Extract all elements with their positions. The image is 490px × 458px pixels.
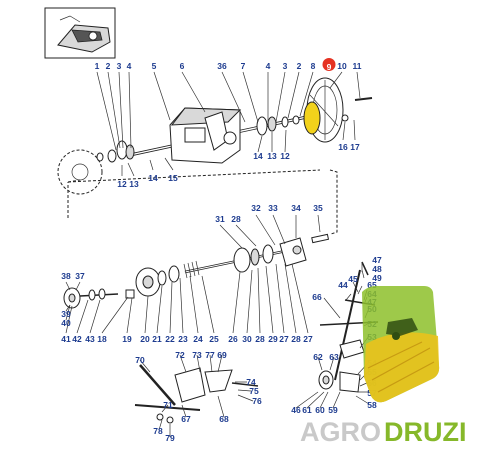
callout-c67: 67 (181, 414, 191, 424)
callout-c18: 18 (97, 334, 107, 344)
callout-c68: 68 (219, 414, 229, 424)
callout-c33: 33 (268, 203, 278, 213)
callout-c30: 30 (242, 334, 252, 344)
agrodruzi-logo (362, 286, 440, 403)
callout-c26: 26 (228, 334, 238, 344)
callout-c46: 46 (291, 405, 301, 415)
callout-c76: 76 (252, 396, 262, 406)
callout-c66: 66 (312, 292, 322, 302)
watermark-agro: AGRO (300, 417, 381, 447)
callout-c62: 62 (313, 352, 323, 362)
callout-c39: 39 (61, 309, 71, 319)
callout-c9: 9 (327, 62, 332, 72)
callout-c8: 8 (311, 61, 316, 71)
callout-c41: 41 (61, 334, 71, 344)
callout-c14a: 14 (148, 173, 158, 183)
callout-c34: 34 (291, 203, 301, 213)
callout-c32: 32 (251, 203, 261, 213)
callout-c73: 73 (192, 350, 202, 360)
callout-c49: 49 (372, 273, 382, 283)
inset-thumbnail (44, 7, 116, 59)
highlight-circle (322, 58, 336, 71)
callout-c28c: 28 (291, 334, 301, 344)
callout-c75: 75 (249, 386, 259, 396)
callout-c70: 70 (135, 355, 145, 365)
middle-shaft-assembly (63, 233, 330, 309)
callout-c1: 1 (95, 61, 100, 71)
belt-connector (67, 169, 338, 235)
callout-c43: 43 (85, 334, 95, 344)
callout-c74: 74 (246, 377, 256, 387)
callout-c2b: 2 (297, 61, 302, 71)
watermark-druzi: DRUZI (384, 417, 467, 447)
callout-c27b: 27 (303, 334, 313, 344)
callout-c25: 25 (209, 334, 219, 344)
callout-c17: 17 (350, 142, 360, 152)
callout-c16: 16 (338, 142, 348, 152)
callout-c4b: 4 (266, 61, 271, 71)
lever-assembly (134, 364, 259, 424)
callout-c38: 38 (61, 271, 71, 281)
callout-c5: 5 (152, 61, 157, 71)
callout-c45: 45 (348, 274, 358, 284)
callout-c13a: 13 (129, 179, 139, 189)
callout-c60: 60 (315, 405, 325, 415)
callout-c24: 24 (193, 334, 203, 344)
callout-c14b: 14 (253, 151, 263, 161)
callout-c63: 63 (329, 352, 339, 362)
watermark: AGRO DRUZI (300, 417, 467, 447)
callout-c58: 58 (367, 400, 377, 410)
callout-c61: 61 (302, 405, 312, 415)
callout-c13b: 13 (267, 151, 277, 161)
callout-c36: 36 (217, 61, 227, 71)
callout-c10: 10 (337, 61, 347, 71)
callout-c44: 44 (338, 280, 348, 290)
callout-c28a: 28 (231, 214, 241, 224)
callout-c69: 69 (217, 350, 227, 360)
callout-c28b: 28 (255, 334, 265, 344)
callout-c48: 48 (372, 264, 382, 274)
callout-c2a: 2 (106, 61, 111, 71)
callout-c78: 78 (153, 426, 163, 436)
callout-c12b: 12 (280, 151, 290, 161)
callout-c7: 7 (241, 61, 246, 71)
callout-c6: 6 (180, 61, 185, 71)
callout-c15: 15 (168, 173, 178, 183)
gearbox-assembly (57, 77, 373, 195)
callout-c72: 72 (175, 350, 185, 360)
callout-c20: 20 (140, 334, 150, 344)
callout-c27a: 27 (279, 334, 289, 344)
callout-c4a: 4 (127, 61, 132, 71)
callout-c47: 47 (372, 255, 382, 265)
callout-c19: 19 (122, 334, 132, 344)
callout-c22: 22 (165, 334, 175, 344)
callout-c21: 21 (152, 334, 162, 344)
callout-c65: 65 (367, 280, 377, 290)
callout-c29: 29 (268, 334, 278, 344)
callout-c11: 11 (353, 61, 362, 71)
callout-c71: 71 (163, 400, 173, 410)
callout-c37: 37 (75, 271, 85, 281)
callout-c35: 35 (313, 203, 323, 213)
callout-c40: 40 (61, 318, 71, 328)
callout-c59: 59 (328, 405, 338, 415)
callout-c42: 42 (72, 334, 82, 344)
callout-c3a: 3 (117, 61, 122, 71)
callout-c31: 31 (215, 214, 225, 224)
callout-c79: 79 (165, 433, 175, 443)
callout-c77: 77 (205, 350, 215, 360)
callout-c3b: 3 (283, 61, 288, 71)
callout-c12a: 12 (117, 179, 127, 189)
callout-c23: 23 (178, 334, 188, 344)
